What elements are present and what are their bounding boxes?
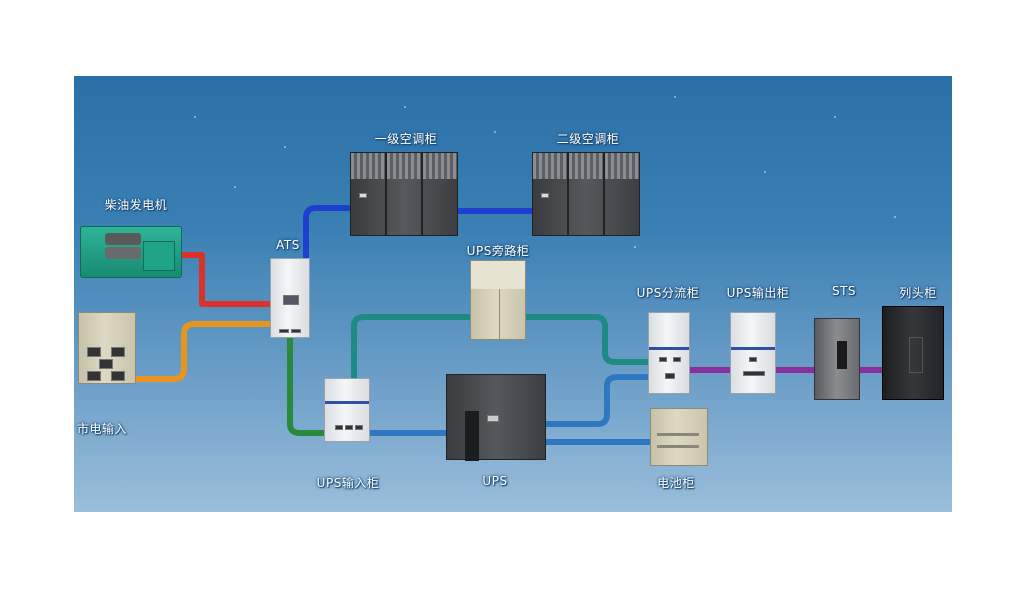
ats-device [270,258,310,338]
power-topology-diagram: 柴油发电机 市电输入 ATS 一级空调柜 二级空调柜 UPS旁路柜 [74,76,952,512]
meter [111,371,125,381]
switch [355,425,363,430]
cable-bypass-distribution [523,314,655,365]
panel-divider [421,153,423,235]
vent-grille [533,153,639,179]
vent [657,433,699,436]
star-decoration [234,186,236,188]
ups-distribution-device [648,312,690,394]
cabinet-top [471,261,525,289]
label-diesel-generator: 柴油发电机 [104,198,168,212]
front-panel [465,411,479,461]
indicator-panel [909,337,923,373]
ups-bypass-device [470,260,526,340]
switch [345,425,353,430]
star-decoration [634,246,636,248]
blue-band [731,347,775,350]
ac-cabinet-1-device [350,152,458,236]
label-ups: UPS [482,474,508,488]
star-decoration [834,116,836,118]
meter [87,347,101,357]
cable-mains-ats [133,321,277,382]
cable-ups-distribution [543,374,655,427]
display [487,415,499,422]
engine-block [105,233,141,245]
label-sts: STS [831,284,857,298]
label-ats: ATS [276,238,300,252]
panel-divider [385,153,387,235]
switch [335,425,343,430]
blue-band [325,401,369,404]
cable-ups-input-bypass [351,314,473,383]
vent [657,445,699,448]
star-decoration [494,131,496,133]
meter [99,359,113,369]
engine-block [105,247,141,259]
display [283,295,299,305]
door-split [499,289,500,339]
label-ups-bypass: UPS旁路柜 [466,244,530,258]
vent-grille [351,153,457,179]
control-box [143,241,175,271]
star-decoration [894,216,896,218]
meter [87,371,101,381]
meter [111,347,125,357]
ac-cabinet-2-device [532,152,640,236]
label-battery: 电池柜 [657,476,695,490]
label-ups-output: UPS输出柜 [726,286,790,300]
panel-divider [567,153,569,235]
star-decoration [194,116,196,118]
slot [291,329,301,333]
switch [673,357,681,362]
label-ups-input: UPS输入柜 [316,476,380,490]
indicator [359,193,367,198]
label-ac-cabinet-1: 一级空调柜 [374,132,438,146]
indicator [541,193,549,198]
slot [279,329,289,333]
row-head-device [882,306,944,400]
mains-input-device [78,312,136,384]
ups-device [446,374,546,461]
ups-input-device [324,378,370,442]
battery-cabinet-device [650,408,708,466]
star-decoration [674,96,676,98]
label-ac-cabinet-2: 二级空调柜 [556,132,620,146]
star-decoration [764,171,766,173]
star-decoration [404,106,406,108]
breaker-row [743,371,765,376]
cable-ats-ups-input [287,331,329,436]
star-decoration [284,146,286,148]
switch [749,357,757,362]
switch [659,357,667,362]
label-mains-input: 市电输入 [76,422,128,436]
ups-output-device [730,312,776,394]
switch [665,373,675,379]
cable-layer [133,205,889,445]
cable-ats-ac1 [303,205,357,261]
control-panel [837,341,847,369]
cable-generator-ats [179,252,277,307]
sts-device [814,318,860,400]
panel-divider [603,153,605,235]
diesel-generator-device [80,226,182,278]
label-row-head: 列头柜 [899,286,937,300]
blue-band [649,347,689,350]
label-ups-distribution: UPS分流柜 [636,286,700,300]
